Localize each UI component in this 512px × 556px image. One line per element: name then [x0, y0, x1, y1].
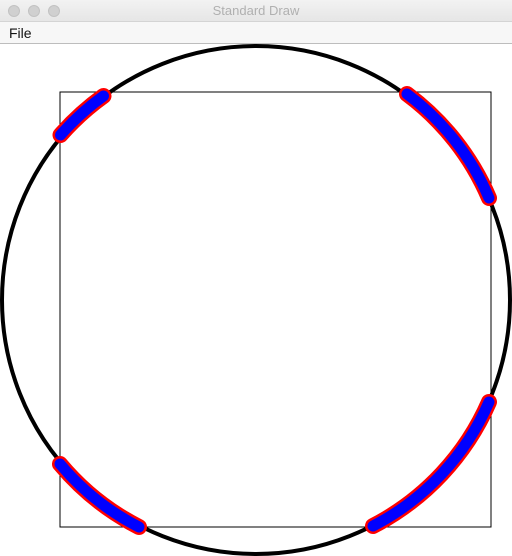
arc-bottom-left — [52, 456, 147, 535]
drawing-svg — [0, 44, 512, 556]
zoom-window-icon[interactable] — [48, 5, 60, 17]
menu-bar: File — [0, 22, 512, 44]
arc-top-right — [399, 86, 497, 206]
drawing-canvas[interactable] — [0, 44, 512, 556]
file-menu[interactable]: File — [9, 25, 32, 41]
outer-circle — [0, 44, 512, 556]
inner-square — [59, 91, 492, 528]
close-window-icon[interactable] — [8, 5, 20, 17]
arc-top-left — [52, 88, 112, 143]
arc-bottom-right — [365, 394, 497, 534]
minimize-window-icon[interactable] — [28, 5, 40, 17]
title-bar[interactable]: Standard Draw — [0, 0, 512, 22]
window-title: Standard Draw — [212, 3, 300, 18]
